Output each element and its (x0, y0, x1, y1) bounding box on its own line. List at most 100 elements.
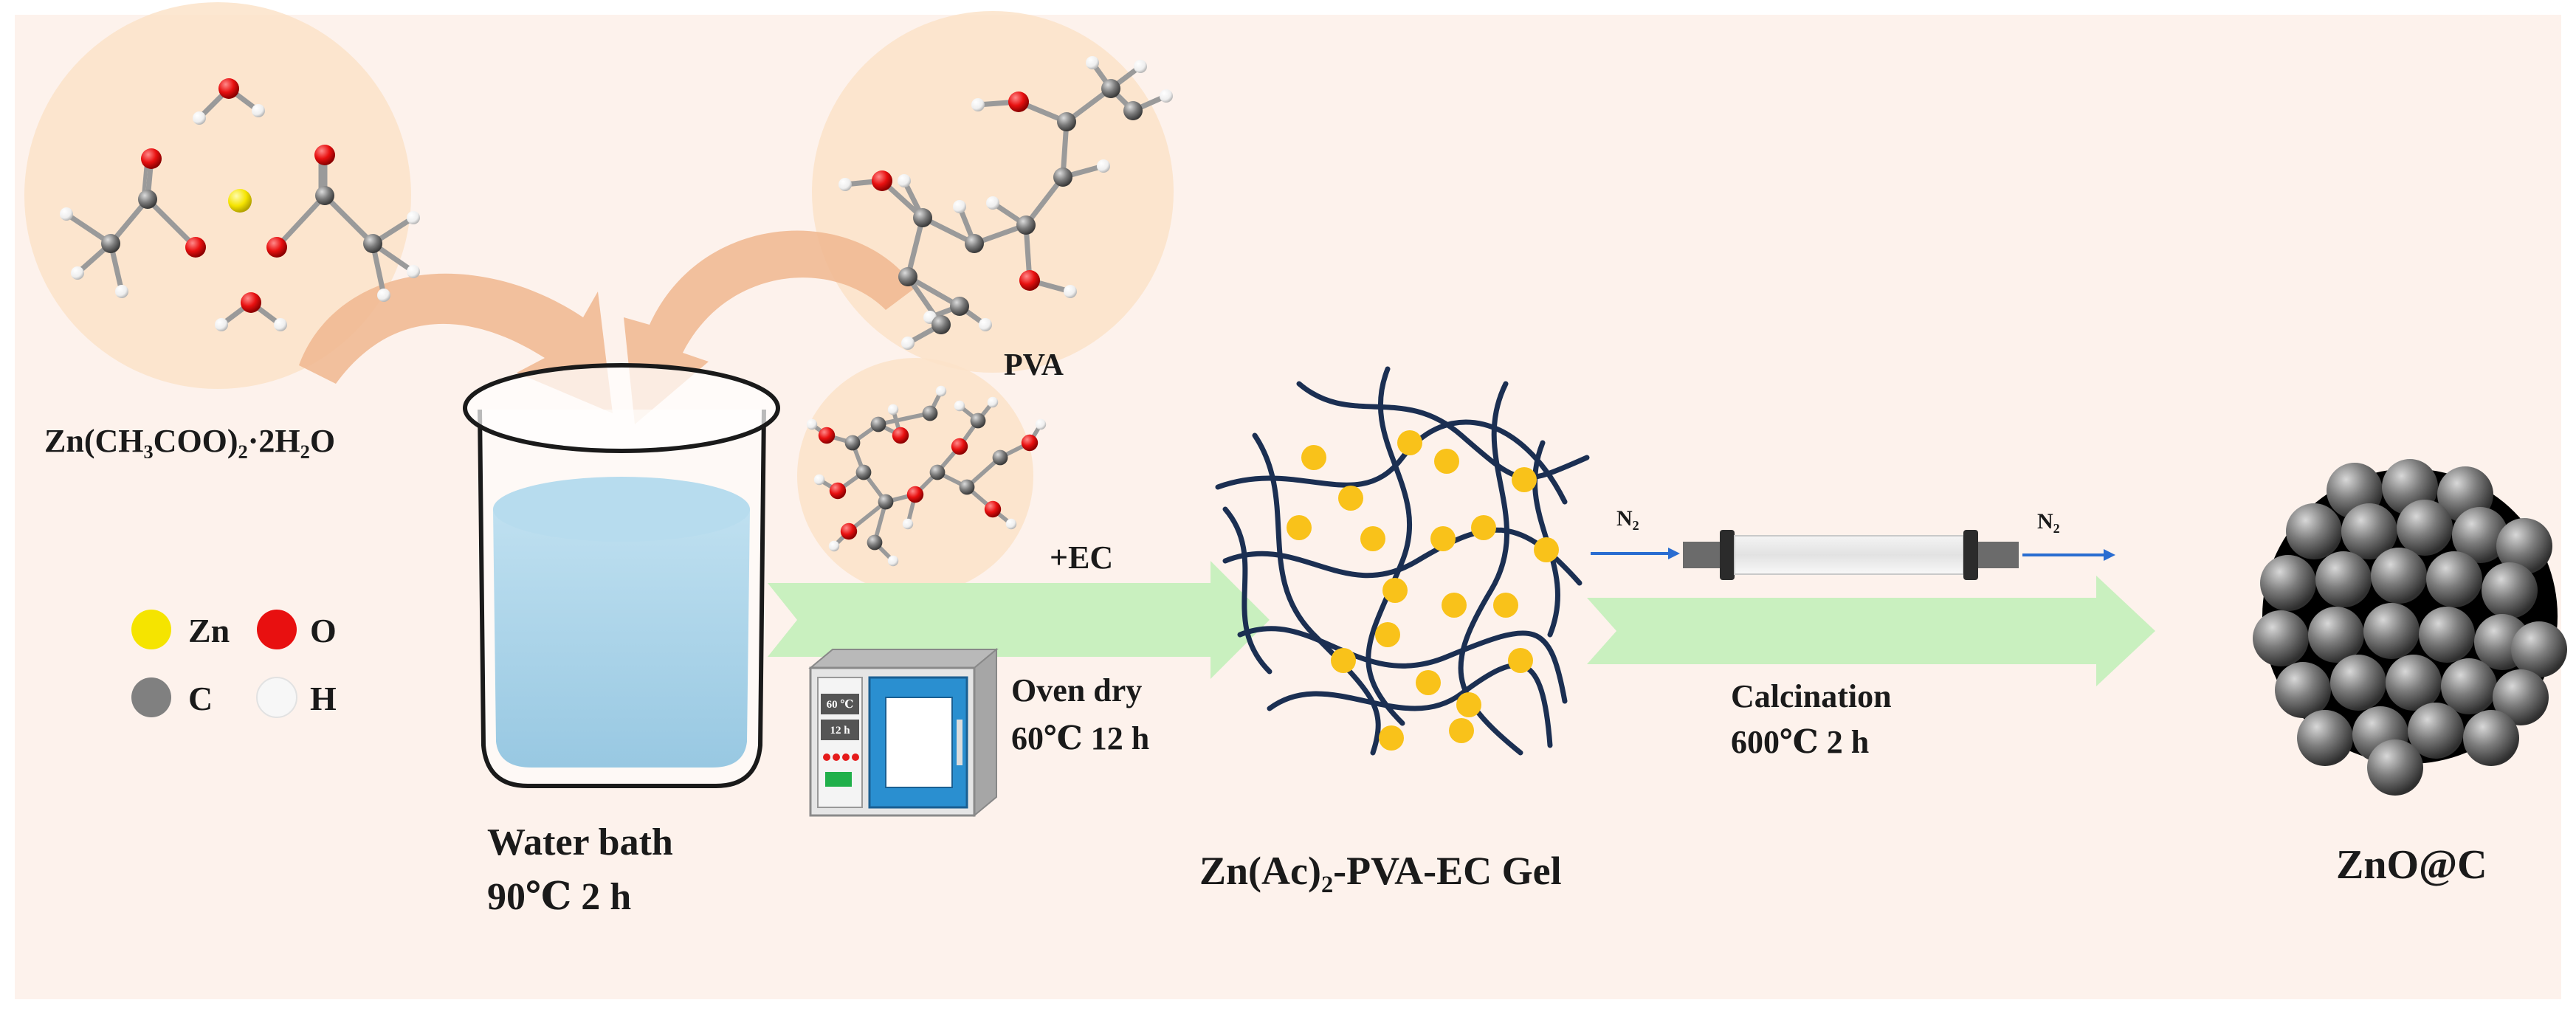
zno-sphere (2482, 562, 2538, 618)
tube-furnace (1683, 530, 2019, 580)
atom-c (1016, 215, 1036, 235)
gel-particle (1434, 449, 1459, 474)
atom-h (1005, 518, 1017, 530)
atom-h (407, 265, 420, 278)
polymer-fiber (1222, 506, 1272, 675)
atom-o (892, 427, 909, 444)
atom-h (60, 207, 73, 221)
n2-inlet-label: N₂ (1616, 506, 1639, 531)
gel-particle (1382, 578, 1408, 603)
atom-c (913, 208, 932, 227)
gel-particle (1430, 526, 1456, 551)
water-bath-label: Water bath (487, 821, 673, 863)
atom-c (922, 405, 938, 421)
legend-h-swatch (256, 677, 297, 718)
zno-sphere (2286, 503, 2342, 559)
atom-h (887, 404, 899, 415)
legend-o-label: O (310, 612, 337, 649)
atom-o (906, 486, 924, 503)
atom-h (986, 196, 999, 210)
atom-zn (228, 189, 252, 213)
bond (322, 193, 376, 246)
pva-molecule (838, 56, 1173, 350)
arrow-to-calcination (1587, 576, 2155, 686)
bond (274, 193, 328, 250)
atom-c (1101, 79, 1120, 98)
atom-h (898, 174, 911, 187)
atom-c (101, 234, 120, 253)
atom-h (252, 104, 265, 117)
atom-c (138, 190, 157, 209)
water-bath-conditions: 90℃ 2 h (487, 876, 631, 918)
zno-sphere (2426, 551, 2482, 607)
oven-display-temp: 60 ℃ (827, 699, 854, 711)
ec-molecule (806, 385, 1047, 567)
pva-halo (812, 11, 1174, 373)
atom-h (838, 178, 852, 191)
atom-h (935, 385, 947, 397)
zno-sphere (2315, 551, 2372, 607)
atom-h (407, 211, 420, 224)
zno-sphere (2260, 555, 2316, 611)
zinc-acetate-label: Zn(CH₃COO)₂·2H₂O (44, 423, 335, 459)
atom-h (901, 337, 915, 350)
atom-h (215, 318, 228, 331)
ec-label: +EC (1050, 539, 1113, 576)
atom-o (951, 438, 968, 455)
gel-particle (1512, 467, 1537, 492)
zno-sphere (2397, 500, 2453, 556)
zno-sphere (2341, 503, 2397, 559)
ec-halo (797, 358, 1033, 594)
atom-c (965, 234, 984, 253)
atom-h (377, 289, 390, 302)
gel-particle (1456, 692, 1481, 717)
atom-o (185, 237, 206, 258)
atom-h (813, 474, 825, 486)
atom-c (970, 413, 986, 429)
gel-particle (1375, 622, 1400, 647)
atom-c (855, 464, 872, 480)
atom-c (950, 297, 969, 316)
gel-particle (1301, 445, 1326, 470)
atom-o (314, 145, 335, 165)
atom-o (1021, 434, 1039, 452)
zno-sphere (2253, 610, 2309, 666)
water-bath-beaker (463, 363, 780, 788)
zno-sphere (2367, 739, 2423, 796)
atom-c (898, 267, 917, 286)
atom-h (987, 396, 999, 408)
calcination-label: Calcination (1731, 678, 1892, 714)
legend-o-swatch (257, 610, 297, 649)
pva-label: PVA (1004, 348, 1064, 382)
gel-particle (1287, 515, 1312, 540)
atom-o (1008, 92, 1029, 112)
polymer-fiber (1252, 432, 1381, 756)
atom-o (266, 237, 287, 258)
atom-o (241, 292, 261, 313)
atom-h (274, 318, 287, 331)
atom-o (872, 170, 892, 191)
atom-h (806, 418, 818, 430)
calcination-conditions: 600℃ 2 h (1731, 724, 1869, 760)
water (493, 509, 750, 768)
atom-h (193, 111, 206, 125)
gel-particle (1508, 648, 1533, 673)
bond (905, 215, 926, 280)
product-label: ZnO@C (2336, 842, 2487, 888)
atom-h (971, 98, 985, 111)
oven: 60 ℃ 12 h (808, 647, 999, 818)
atom-c (931, 315, 951, 334)
atom-o (840, 522, 858, 540)
legend-h-label: H (310, 680, 337, 717)
atom-c (363, 234, 382, 253)
atom-h (1035, 418, 1047, 430)
gel-particle (1338, 486, 1363, 511)
atom-h (954, 400, 965, 412)
zno-c-spheres (2253, 459, 2567, 796)
zno-sphere (2419, 607, 2475, 663)
legend-zn-label: Zn (188, 612, 230, 649)
gel-particle (1442, 593, 1467, 618)
atom-c (870, 416, 886, 432)
gel-label: Zn(Ac)₂-PVA-EC Gel (1199, 849, 1562, 893)
